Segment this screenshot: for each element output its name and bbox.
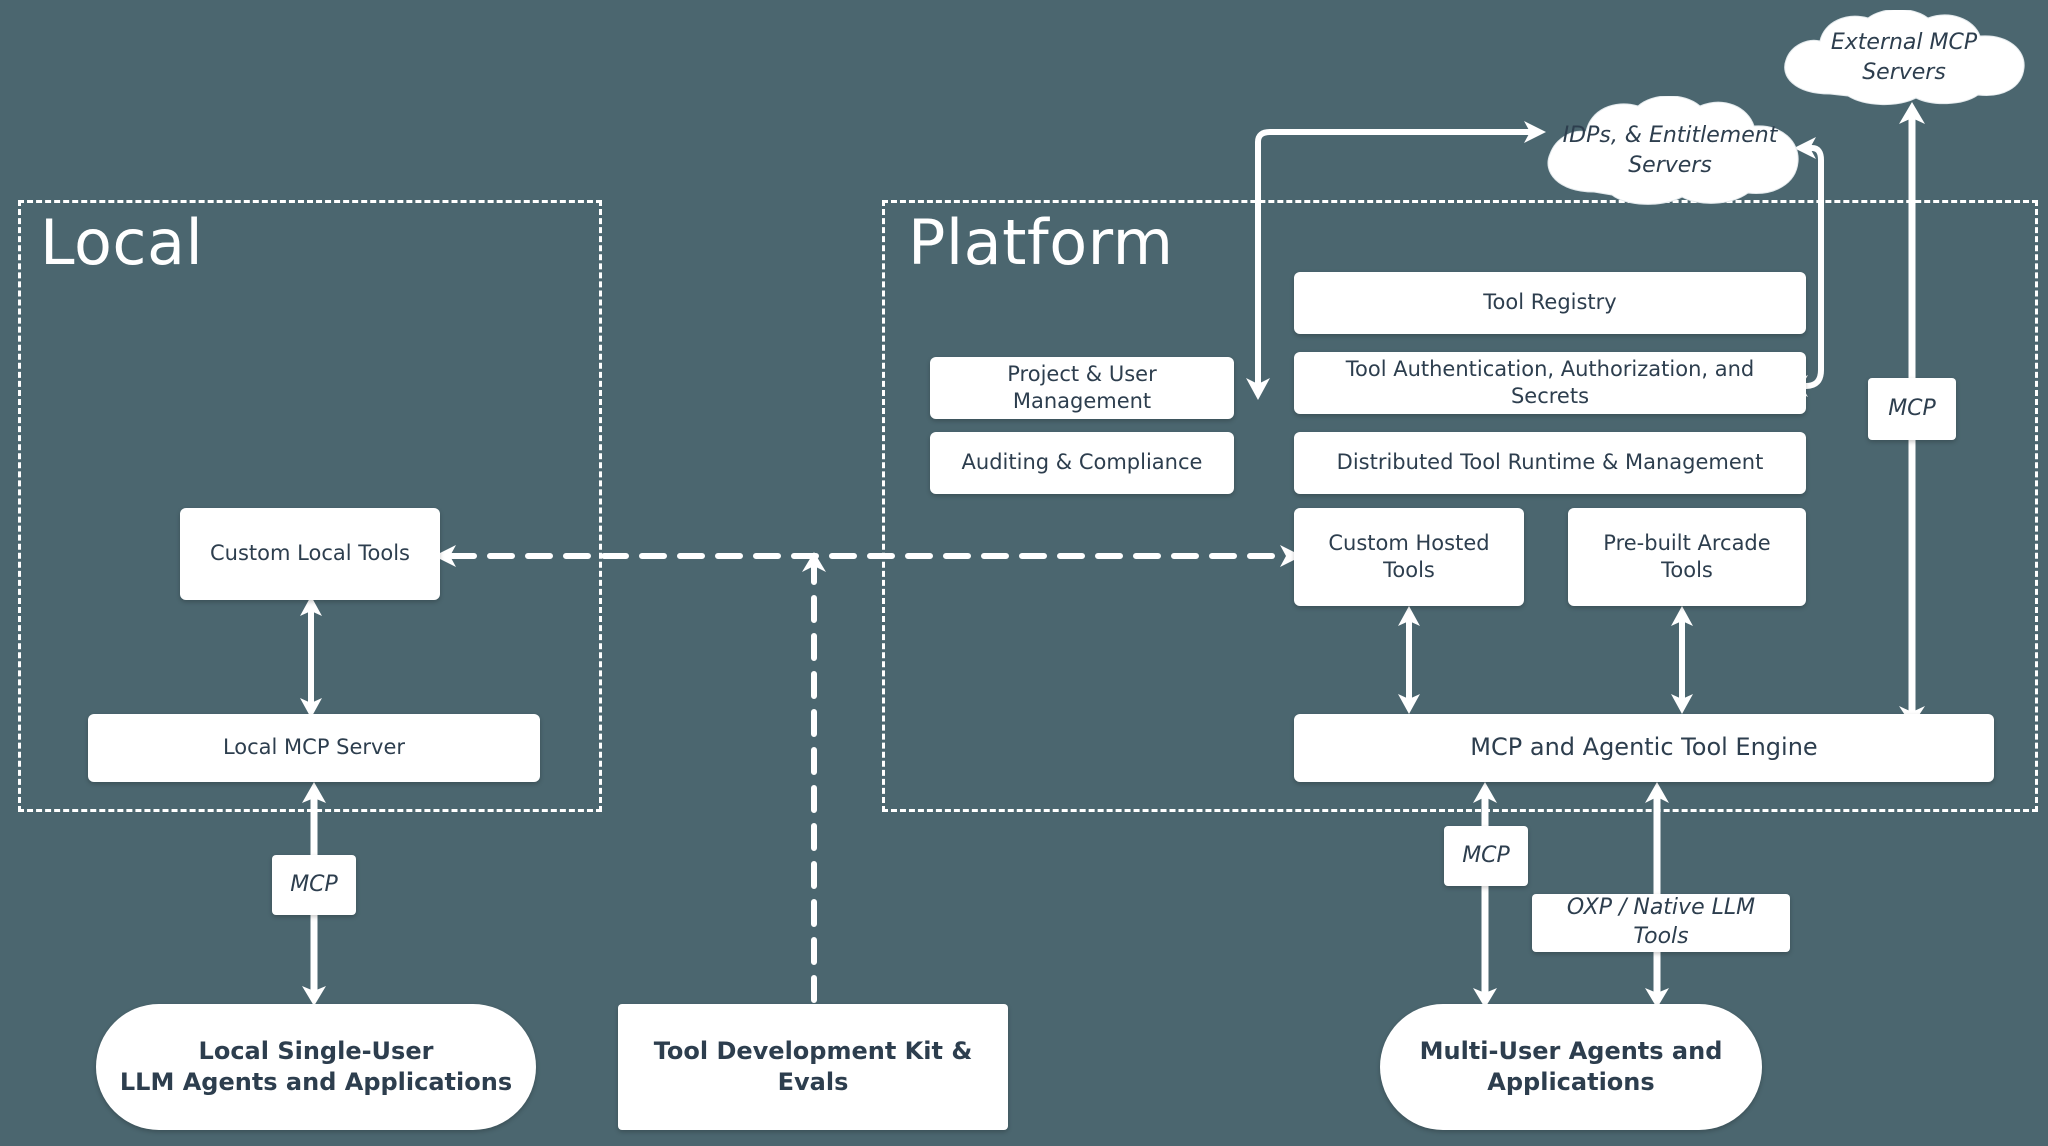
node-auditing-compliance[interactable]: Auditing & Compliance <box>930 432 1234 494</box>
node-distributed-tool-runtime-label: Distributed Tool Runtime & Management <box>1336 450 1764 475</box>
node-multi-user-agents-label: Multi-User Agents and Applications <box>1419 1036 1723 1096</box>
node-prebuilt-arcade-tools[interactable]: Pre-built Arcade Tools <box>1568 508 1806 606</box>
node-local-agents[interactable]: Local Single-User LLM Agents and Applica… <box>96 1004 536 1130</box>
label-mcp-agents-text: MCP <box>1462 842 1510 868</box>
node-local-agents-label: Local Single-User LLM Agents and Applica… <box>119 1036 513 1096</box>
node-multi-user-agents[interactable]: Multi-User Agents and Applications <box>1380 1004 1762 1130</box>
node-mcp-agentic-tool-engine-label: MCP and Agentic Tool Engine <box>1470 733 1818 762</box>
cloud-idps-entitlement-servers: IDPs, & Entitlement Servers <box>1534 96 1806 206</box>
node-project-user-management-label: Project & User Management <box>1007 361 1157 413</box>
node-tool-auth-label: Tool Authentication, Authorization, and … <box>1345 356 1755 408</box>
node-project-user-management[interactable]: Project & User Management <box>930 357 1234 419</box>
cloud-external-mcp-servers-label: External MCP Servers <box>1830 30 1978 85</box>
label-mcp-local-text: MCP <box>290 871 338 897</box>
node-local-mcp-server[interactable]: Local MCP Server <box>88 714 540 782</box>
label-mcp-local: MCP <box>272 855 356 915</box>
node-tool-development-kit[interactable]: Tool Development Kit & Evals <box>618 1004 1008 1130</box>
node-custom-hosted-tools-label: Custom Hosted Tools <box>1328 530 1490 582</box>
label-mcp-external-text: MCP <box>1888 395 1936 421</box>
zone-platform <box>882 200 2038 812</box>
label-oxp-native-llm-tools-text: OXP / Native LLM Tools <box>1566 895 1756 949</box>
label-mcp-external: MCP <box>1868 378 1956 440</box>
cloud-shape <box>1547 96 1799 205</box>
cloud-idps-entitlement-servers-label: IDPs, & Entitlement Servers <box>1562 123 1778 178</box>
edge-tdk-branch <box>802 552 826 1003</box>
edge-engine-to-multiuser-agents-mcp <box>1473 782 1497 1008</box>
node-tool-auth[interactable]: Tool Authentication, Authorization, and … <box>1294 352 1806 414</box>
label-oxp-native-llm-tools: OXP / Native LLM Tools <box>1532 894 1790 952</box>
zone-local-title: Local <box>40 206 204 279</box>
node-tool-development-kit-label: Tool Development Kit & Evals <box>653 1036 973 1096</box>
zone-local <box>18 200 602 812</box>
node-prebuilt-arcade-tools-label: Pre-built Arcade Tools <box>1603 530 1771 582</box>
cloud-shape <box>1784 10 2025 106</box>
node-distributed-tool-runtime[interactable]: Distributed Tool Runtime & Management <box>1294 432 1806 494</box>
node-custom-local-tools[interactable]: Custom Local Tools <box>180 508 440 600</box>
node-auditing-compliance-label: Auditing & Compliance <box>961 450 1203 475</box>
node-custom-hosted-tools[interactable]: Custom Hosted Tools <box>1294 508 1524 606</box>
node-custom-local-tools-label: Custom Local Tools <box>210 541 410 566</box>
node-tool-registry[interactable]: Tool Registry <box>1294 272 1806 334</box>
cloud-external-mcp-servers: External MCP Servers <box>1772 10 2036 106</box>
node-tool-registry-label: Tool Registry <box>1483 290 1617 315</box>
node-local-mcp-server-label: Local MCP Server <box>222 735 406 760</box>
node-mcp-agentic-tool-engine[interactable]: MCP and Agentic Tool Engine <box>1294 714 1994 782</box>
label-mcp-agents: MCP <box>1444 826 1528 886</box>
zone-platform-title: Platform <box>908 206 1174 279</box>
